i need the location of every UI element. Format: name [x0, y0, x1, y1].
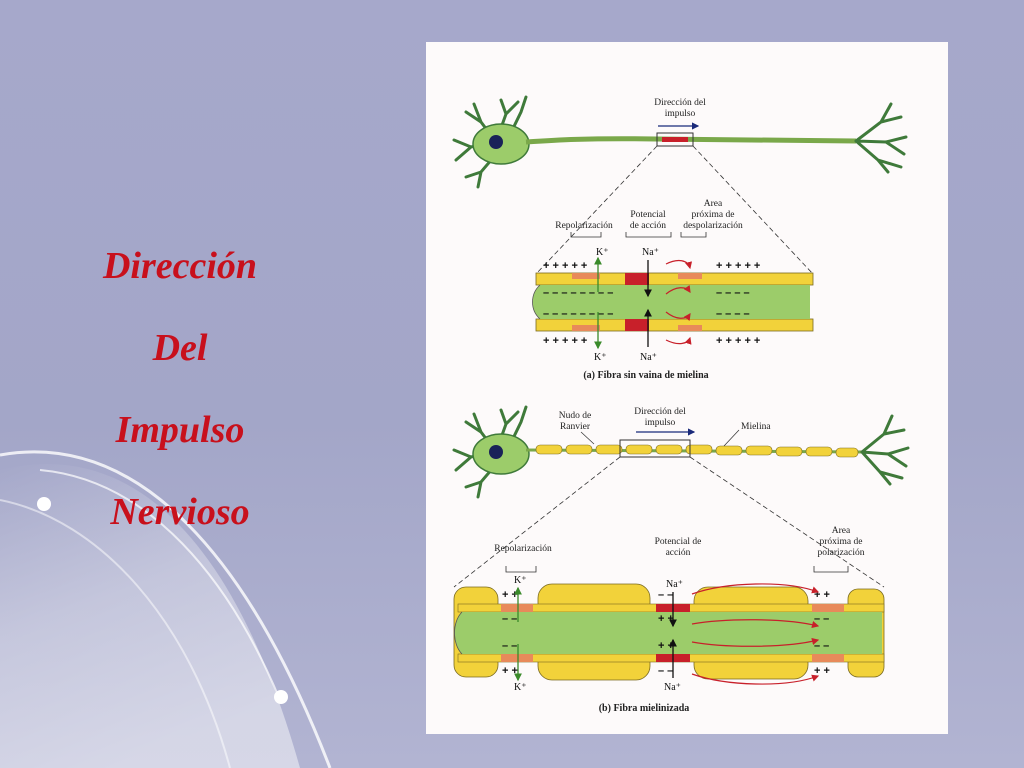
nerve-impulse-figure: Dirección del impulso Repolarización Pot… [426, 42, 948, 734]
na-ion-label-b-top: Na⁺ [666, 579, 683, 590]
caption-b: (b) Fibra mielinizada [599, 703, 690, 714]
impulse-box-b [619, 439, 691, 458]
k-ion-label-a-top: K⁺ [596, 247, 609, 258]
svg-text:– –: – – [658, 665, 673, 677]
title-line-2: Del [152, 327, 208, 369]
na-ion-label-b-bottom: Na⁺ [664, 682, 681, 693]
svg-text:– –: – – [502, 640, 517, 652]
node-zone-b-left-bottom [501, 654, 533, 662]
svg-text:– – – – – – – –: – – – – – – – – [543, 308, 613, 320]
node-zone-b-right-bottom [812, 654, 844, 662]
svg-text:+ +: + + [502, 665, 518, 677]
direction-label-b-1: Dirección del [634, 407, 686, 417]
caption-a: (a) Fibra sin vaina de mielina [583, 370, 708, 381]
neuron-b: Nudo de Ranvier Dirección del impulso Mi… [452, 405, 910, 588]
svg-text:+ +: + + [814, 665, 830, 677]
axon-a [525, 136, 857, 145]
svg-text:+ +: + + [658, 613, 674, 625]
svg-text:– –: – – [814, 640, 829, 652]
direction-label-a-2: impulso [665, 109, 696, 119]
repolarization-label-b: Repolarización [494, 544, 552, 554]
neuron-a: Dirección del impulso [452, 95, 908, 275]
near-area-label-a-3: despolarización [683, 221, 743, 231]
svg-text:– –: – – [658, 589, 673, 601]
svg-text:+ + + + +: + + + + + [716, 335, 760, 347]
node-label-1: Nudo de [559, 411, 591, 421]
myelin-label: Mielina [741, 422, 771, 432]
near-area-label-b-3: polarización [818, 548, 865, 558]
action-potential-label-a-2: de acción [630, 221, 666, 231]
depolarized-zone-a-bottom [625, 319, 649, 331]
k-ion-label-b-top: K⁺ [514, 575, 527, 586]
svg-text:+ +: + + [658, 640, 674, 652]
svg-text:+ +: + + [502, 589, 518, 601]
na-ion-label-a-bottom: Na⁺ [640, 352, 657, 363]
swoosh-dot-top [37, 497, 51, 511]
node-zone-b-right-top [812, 604, 844, 612]
svg-text:– – – –: – – – – [716, 287, 750, 299]
near-area-label-b-1: Area [832, 526, 851, 536]
svg-text:– –: – – [502, 613, 517, 625]
node-label-2: Ranvier [560, 422, 591, 432]
svg-text:+ + + + +: + + + + + [543, 335, 587, 347]
direction-label-a-1: Dirección del [654, 98, 706, 108]
fiber-b-detail: Repolarización Potencial de acción Area … [453, 526, 885, 714]
action-potential-label-b-2: acción [666, 548, 691, 558]
near-area-label-b-2: próxima de [819, 537, 862, 547]
axoplasm-b [462, 612, 882, 654]
svg-text:– –: – – [814, 613, 829, 625]
svg-text:+ + + + +: + + + + + [543, 260, 587, 272]
title-line-1: Dirección [102, 245, 258, 287]
svg-text:– – – –: – – – – [716, 308, 750, 320]
na-ion-label-a-top: Na⁺ [642, 247, 659, 258]
near-area-label-a-1: Area [704, 199, 723, 209]
near-area-label-a-2: próxima de [691, 210, 734, 220]
title-line-3: Impulso [115, 409, 245, 451]
action-potential-label-b-1: Potencial de [655, 537, 702, 547]
fiber-a-detail: Repolarización Potencial de acción Area … [532, 199, 814, 381]
svg-text:– – – – – – – –: – – – – – – – – [543, 287, 613, 299]
dendrites-a [452, 95, 528, 189]
node-zone-b-left-top [501, 604, 533, 612]
nucleus-b [489, 445, 503, 459]
svg-text:+ + + + +: + + + + + [716, 260, 760, 272]
repolarized-zone-a-bottom [572, 325, 600, 331]
k-ion-label-b-bottom: K⁺ [514, 682, 527, 693]
charge-signs-a: + + + + + + + + + + – – – – – – – – – – … [543, 260, 760, 347]
depolarized-zone-a-top [625, 273, 649, 285]
direction-label-b-2: impulso [645, 418, 676, 428]
repolarization-label-a: Repolarización [555, 221, 613, 231]
axon-terminal-a [854, 102, 908, 174]
near-zone-a-top [678, 273, 702, 279]
repolarized-zone-a-top [572, 273, 600, 279]
nucleus-a [489, 135, 503, 149]
slide-title: Dirección Del Impulso Nervioso [40, 225, 320, 553]
swoosh-dot-bottom [274, 690, 288, 704]
action-potential-label-a-1: Potencial [630, 210, 666, 220]
impulse-box-a [656, 132, 694, 147]
myelin-sheath-b [535, 444, 859, 458]
axoplasm-a [540, 285, 810, 319]
k-ion-label-a-bottom: K⁺ [594, 352, 607, 363]
title-line-4: Nervioso [110, 491, 250, 533]
near-zone-a-bottom [678, 325, 702, 331]
